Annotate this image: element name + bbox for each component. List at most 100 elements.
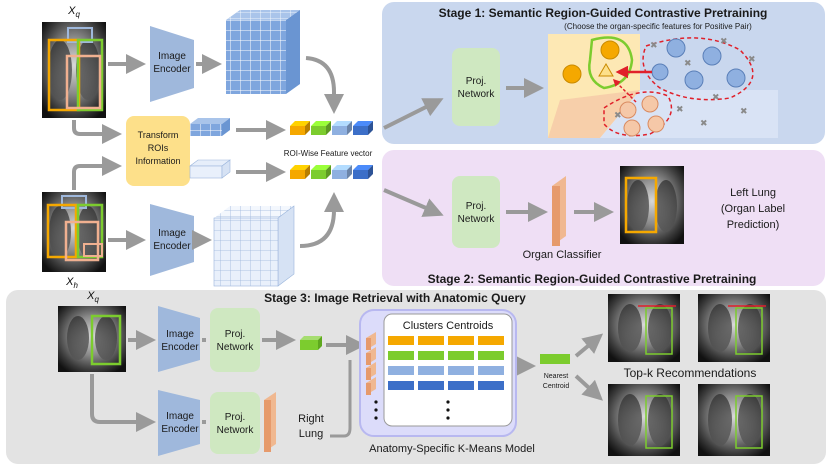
centroid-cell <box>418 381 444 390</box>
stage3-proj-top: Proj. Network <box>210 308 260 372</box>
svg-text:✖: ✖ <box>712 92 720 102</box>
kmeans-side-vector <box>366 362 376 380</box>
kmeans-side-vector <box>366 377 376 395</box>
centroid-cell <box>388 366 414 375</box>
roi-vectors-top <box>290 121 373 135</box>
svg-text:✖: ✖ <box>614 110 622 120</box>
roi-vector-bottom-0 <box>290 165 310 179</box>
stage2-panel <box>382 150 825 286</box>
svg-text:✖: ✖ <box>650 40 658 50</box>
roi-vector-bottom-2 <box>332 165 352 179</box>
centroid-rows <box>388 336 504 390</box>
svg-text:Image: Image <box>166 411 194 422</box>
stage1-title: Stage 1: Semantic Region-Guided Contrast… <box>439 6 768 20</box>
topk-label: Top-k Recommendations <box>624 366 757 380</box>
stage2-proj-network: Proj. Network <box>452 176 500 248</box>
roi-feature-label: ROI-Wise Feature vector <box>284 149 373 158</box>
kmeans-label: Anatomy-Specific K-Means Model <box>369 443 535 455</box>
organ-label-line3: Prediction) <box>727 219 780 231</box>
svg-text:Network: Network <box>458 89 496 100</box>
image-encoder-top: Image Encoder <box>150 26 194 102</box>
centroid-cell <box>478 351 504 360</box>
xray-history-image <box>42 192 106 272</box>
svg-text:Information: Information <box>135 156 180 166</box>
stage3-title: Stage 3: Image Retrieval with Anatomic Q… <box>264 291 526 305</box>
roi-vector-bottom-3 <box>353 165 373 179</box>
xray-query-image <box>42 22 106 118</box>
organ-classifier-label: Organ Classifier <box>523 249 602 261</box>
svg-text:Image: Image <box>166 329 194 340</box>
stage3-encoder-top: Image Encoder <box>158 306 200 372</box>
svg-text:Network: Network <box>217 342 255 353</box>
nearest-centroid-vector <box>540 354 570 364</box>
svg-text:Proj.: Proj. <box>466 201 487 212</box>
feature-map-history <box>213 205 295 287</box>
centroid-cell <box>388 336 414 345</box>
svg-text:Encoder: Encoder <box>153 241 191 252</box>
svg-text:Network: Network <box>217 425 255 436</box>
result-xray-1 <box>608 294 680 362</box>
transform-rois-box: Transform ROIs Information <box>126 116 190 186</box>
feature-map-query <box>226 10 300 94</box>
kmeans-side-vectors <box>366 332 376 395</box>
centroid-cell <box>418 366 444 375</box>
centroid-cell <box>478 381 504 390</box>
result-xray-3 <box>608 384 680 456</box>
svg-text:✖: ✖ <box>740 106 748 116</box>
centroid-cell <box>448 381 474 390</box>
xh-label: Xh <box>65 276 78 290</box>
svg-text:Proj.: Proj. <box>225 329 246 340</box>
embedding-space: ✖ ✖ ✖ ✖ ✖ ✖ ✖ ✖ ✖ <box>548 34 778 138</box>
centroid-cell <box>448 336 474 345</box>
stage3-proj-bottom: Proj. Network <box>210 392 260 454</box>
right-lung-line2: Lung <box>299 428 323 440</box>
centroid-cell <box>418 336 444 345</box>
result-xray-4 <box>698 384 770 456</box>
stage3-classifier-slab <box>264 392 276 452</box>
result-xray-2 <box>698 294 770 362</box>
svg-text:Transform: Transform <box>138 130 179 140</box>
kmeans-side-vector <box>366 332 376 350</box>
roi-vector-top-1 <box>311 121 331 135</box>
xq-label: Xq <box>67 5 80 19</box>
roi-vector-top-0 <box>290 121 310 135</box>
svg-text:Network: Network <box>458 214 496 225</box>
roi-vector-top-3 <box>353 121 373 135</box>
svg-text:✖: ✖ <box>700 118 708 128</box>
svg-text:✖: ✖ <box>748 54 756 64</box>
stage1-proj-network: Proj. Network <box>452 48 500 126</box>
svg-text:Encoder: Encoder <box>153 64 191 75</box>
kmeans-model-box: Clusters Centroids <box>359 309 517 437</box>
roi-feature-slab-bottom <box>189 159 231 179</box>
centroids-title: Clusters Centroids <box>403 320 494 332</box>
stage3-encoder-bottom: Image Encoder <box>158 390 200 456</box>
roi-vectors-bottom <box>290 165 373 179</box>
nearest-centroid-line2: Centroid <box>543 383 570 390</box>
svg-text:Proj.: Proj. <box>466 76 487 87</box>
centroid-cell <box>388 351 414 360</box>
organ-label-line2: (Organ Label <box>721 203 785 215</box>
nearest-centroid-line1: Nearest <box>544 373 569 380</box>
svg-text:✖: ✖ <box>684 58 692 68</box>
svg-text:Proj.: Proj. <box>225 412 246 423</box>
roi-vector-top-2 <box>332 121 352 135</box>
stage3-query-label: Xq <box>86 290 99 304</box>
image-encoder-bottom: Image Encoder <box>150 204 194 276</box>
organ-classifier-slab <box>552 176 566 246</box>
svg-text:Image: Image <box>158 228 186 239</box>
svg-text:Encoder: Encoder <box>161 342 199 353</box>
centroid-cell <box>478 366 504 375</box>
stage3-query-xray <box>58 306 126 372</box>
right-lung-line1: Right <box>298 413 324 425</box>
centroid-cell <box>448 366 474 375</box>
centroid-cell <box>388 381 414 390</box>
stage1-subtitle: (Choose the organ-specific features for … <box>564 22 752 31</box>
svg-text:Image: Image <box>158 51 186 62</box>
centroid-cell <box>418 351 444 360</box>
centroid-cell <box>448 351 474 360</box>
organ-label-line1: Left Lung <box>730 187 776 199</box>
kmeans-side-vector <box>366 347 376 365</box>
svg-text:ROIs: ROIs <box>148 143 169 153</box>
left-arrows <box>72 54 444 250</box>
